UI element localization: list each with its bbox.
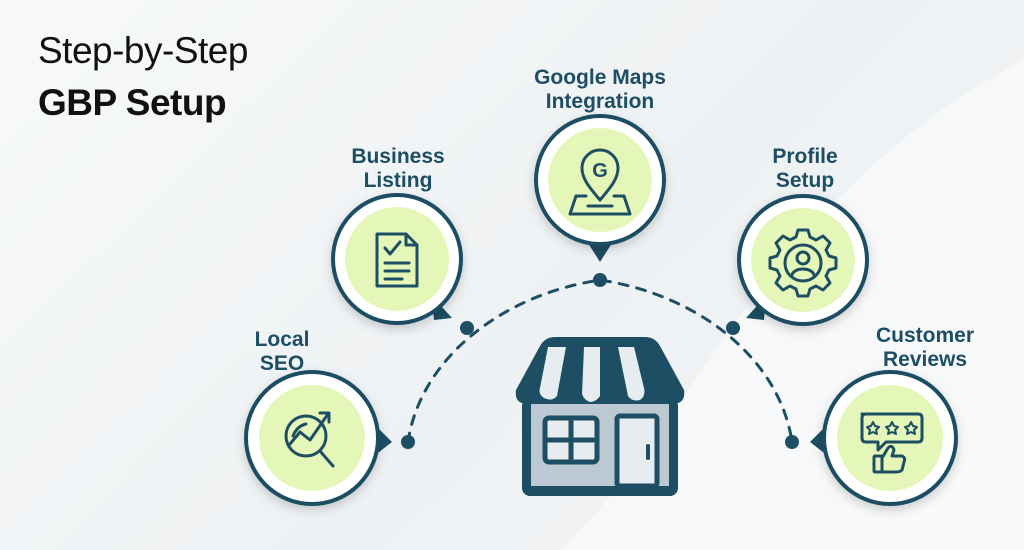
page-title-line2: GBP Setup: [38, 82, 227, 123]
step-label-google-maps: Google Maps Integration: [510, 66, 690, 114]
checklist-document-icon: [375, 232, 419, 288]
gear-user-icon: [768, 228, 838, 298]
step-label-profile-setup: Profile Setup: [740, 145, 870, 193]
step-label-line2: SEO: [259, 352, 305, 375]
connector-dot-profile-setup: [726, 321, 740, 335]
step-bubble-business-listing: [331, 193, 463, 325]
step-label-line1: Google Maps: [534, 66, 666, 89]
step-label-line1: Profile: [772, 145, 838, 168]
step-label-line2: Setup: [775, 169, 835, 192]
step-label-line1: Local: [254, 328, 310, 351]
step-label-line2: Integration: [545, 90, 655, 113]
step-label-local-seo: Local SEO: [232, 328, 332, 376]
seo-chart-magnifier-icon: [284, 411, 335, 468]
connector-dot-google-maps: [593, 273, 607, 287]
step-label-line2: Listing: [363, 169, 433, 192]
step-label-line1: Customer: [875, 324, 975, 347]
dashed-connector-arc: [406, 278, 794, 444]
step-label-line1: Business: [351, 145, 445, 168]
connector-dot-customer-reviews: [785, 435, 799, 449]
star-review-thumbs-up-icon: [860, 412, 924, 474]
step-label-business-listing: Business Listing: [333, 145, 463, 193]
step-bubble-customer-reviews: [810, 370, 958, 506]
step-label-customer-reviews: Customer Reviews: [850, 324, 1000, 372]
step-bubble-profile-setup: [737, 194, 869, 326]
storefront-icon: [515, 337, 685, 496]
step-bubble-local-seo: [244, 370, 392, 506]
map-pin-glyph: G: [592, 160, 608, 182]
step-label-line2: Reviews: [882, 348, 968, 371]
connector-dot-local-seo: [401, 435, 415, 449]
connector-dot-business-listing: [460, 321, 474, 335]
page-title-line1: Step-by-Step: [38, 30, 248, 71]
map-pin-icon: [568, 148, 632, 216]
step-bubble-google-maps: G: [534, 114, 666, 262]
